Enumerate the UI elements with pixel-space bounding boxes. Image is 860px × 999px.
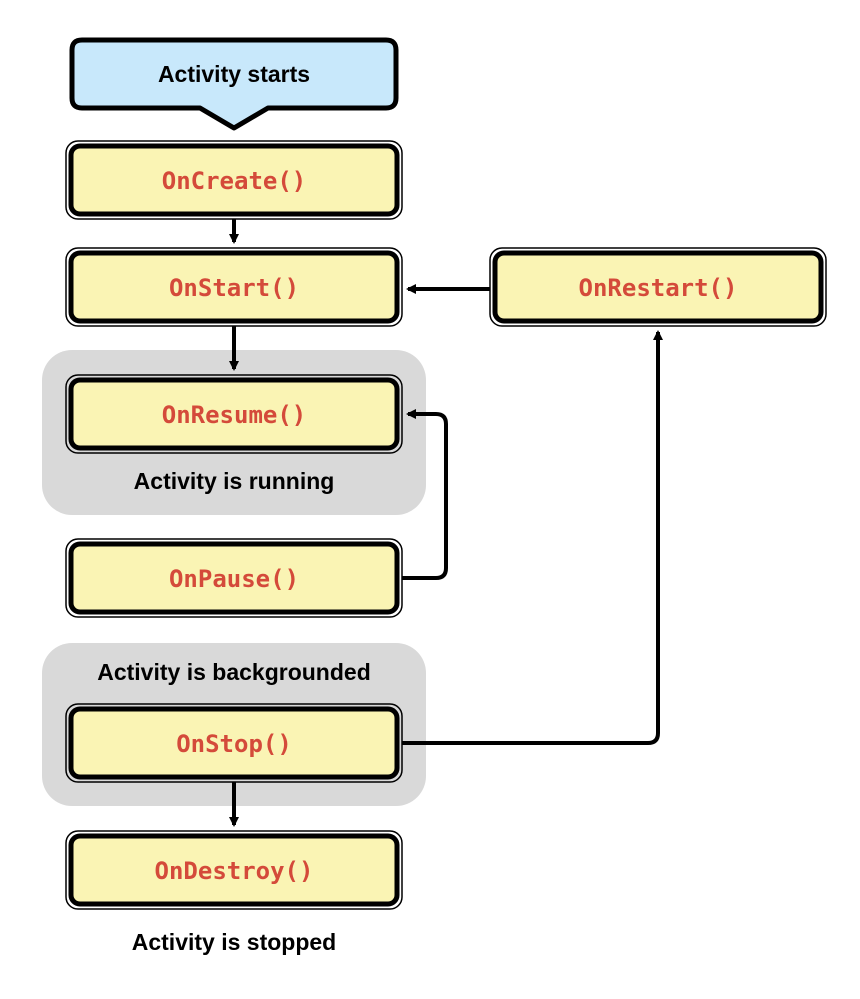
state-restart-label: OnRestart() [579,274,738,302]
arrow-pause-to-resume [402,409,448,580]
state-start-label: OnStart() [169,274,299,302]
start-node [69,37,399,131]
state-create: OnCreate() [65,140,403,220]
backgrounded-label: Activity is backgrounded [97,659,371,685]
state-create-label: OnCreate() [162,167,307,195]
arrow-stop-to-restart [402,330,663,745]
start-label: Activity starts [158,61,310,87]
state-start: OnStart() [65,247,403,327]
state-resume: OnResume() [65,374,403,454]
stopped-label: Activity is stopped [132,929,336,955]
running-label: Activity is running [134,468,335,494]
state-restart: OnRestart() [489,247,827,327]
state-destroy-label: OnDestroy() [155,857,314,885]
state-pause: OnPause() [65,538,403,618]
state-resume-label: OnResume() [162,401,307,429]
state-pause-label: OnPause() [169,565,299,593]
state-destroy: OnDestroy() [65,830,403,910]
state-stop-label: OnStop() [176,730,292,758]
state-stop: OnStop() [65,703,403,783]
